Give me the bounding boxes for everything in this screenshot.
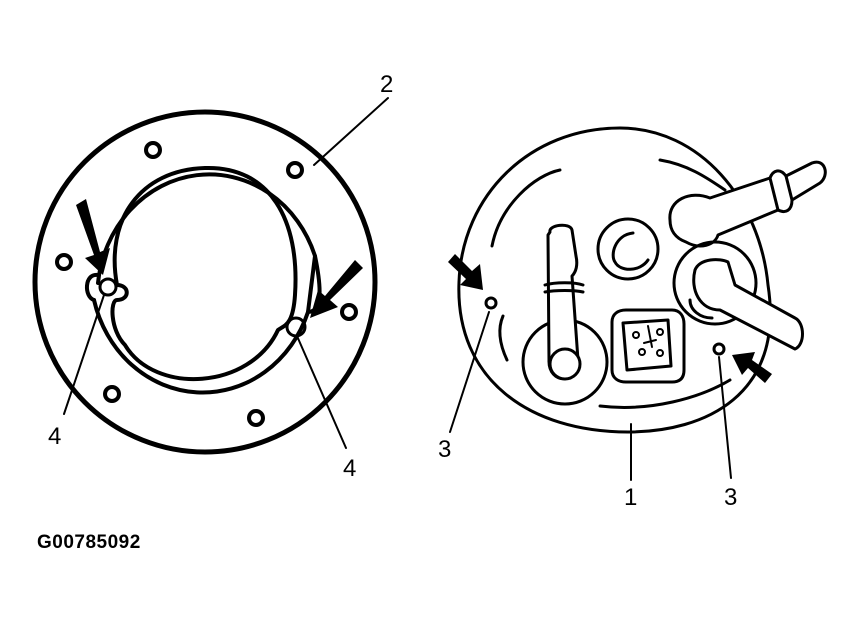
connector-pin (656, 349, 664, 357)
pump-module (457, 126, 827, 434)
figure-id: G00785092 (37, 532, 141, 553)
connector-marking (643, 325, 657, 348)
bolt-hole-1 (144, 141, 162, 159)
arrow-left-hole (448, 254, 483, 290)
callout-4-right: 4 (343, 455, 357, 482)
gasket-tab-left-outline (85, 273, 100, 302)
upper-pipe-collar (768, 174, 794, 212)
callout-1: 1 (624, 484, 638, 511)
connector-pin (656, 328, 664, 336)
arrow-right-hole (732, 352, 772, 383)
callout-2: 2 (380, 71, 394, 98)
tube-end (548, 347, 582, 381)
arrow-left-tab (76, 199, 110, 275)
callout-3-right: 3 (724, 484, 738, 511)
inner-arc-2 (658, 158, 727, 192)
callout-3-left: 3 (438, 436, 452, 463)
inner-arc-4 (598, 378, 732, 409)
tube-clamp (543, 281, 585, 294)
callout-4-left: 4 (48, 423, 62, 450)
locating-hole-left (484, 296, 498, 310)
gasket-ring (32, 109, 378, 455)
leader-4-left (63, 294, 105, 415)
bolt-hole-6 (247, 409, 265, 427)
center-fitting (596, 217, 660, 281)
module-flange (457, 126, 772, 434)
inner-arc-3 (498, 314, 509, 362)
electrical-connector (610, 308, 686, 384)
tab-hole-left (98, 277, 118, 297)
bolt-hole-4 (340, 303, 358, 321)
locating-hole-right (712, 342, 726, 356)
return-pipe (692, 258, 804, 351)
gasket-opening (110, 165, 298, 382)
center-fitting-inner (611, 231, 650, 271)
inner-arc-1 (490, 168, 562, 248)
leader-3-right (718, 356, 732, 479)
connector-pin (638, 348, 646, 356)
bolt-hole-3 (55, 253, 73, 271)
return-fitting-inner (688, 298, 714, 320)
bolt-hole-2 (286, 161, 304, 179)
return-fitting (672, 240, 758, 326)
connector-pin (632, 331, 640, 339)
leader-4-right (296, 335, 347, 449)
connector-face (621, 318, 673, 372)
upper-fuel-pipe (668, 160, 827, 248)
leader-2 (313, 97, 389, 166)
arrow-right-tab (310, 260, 363, 318)
bolt-hole-5 (103, 385, 121, 403)
leader-3-left (449, 311, 490, 433)
gasket-outer-edge (32, 109, 378, 455)
